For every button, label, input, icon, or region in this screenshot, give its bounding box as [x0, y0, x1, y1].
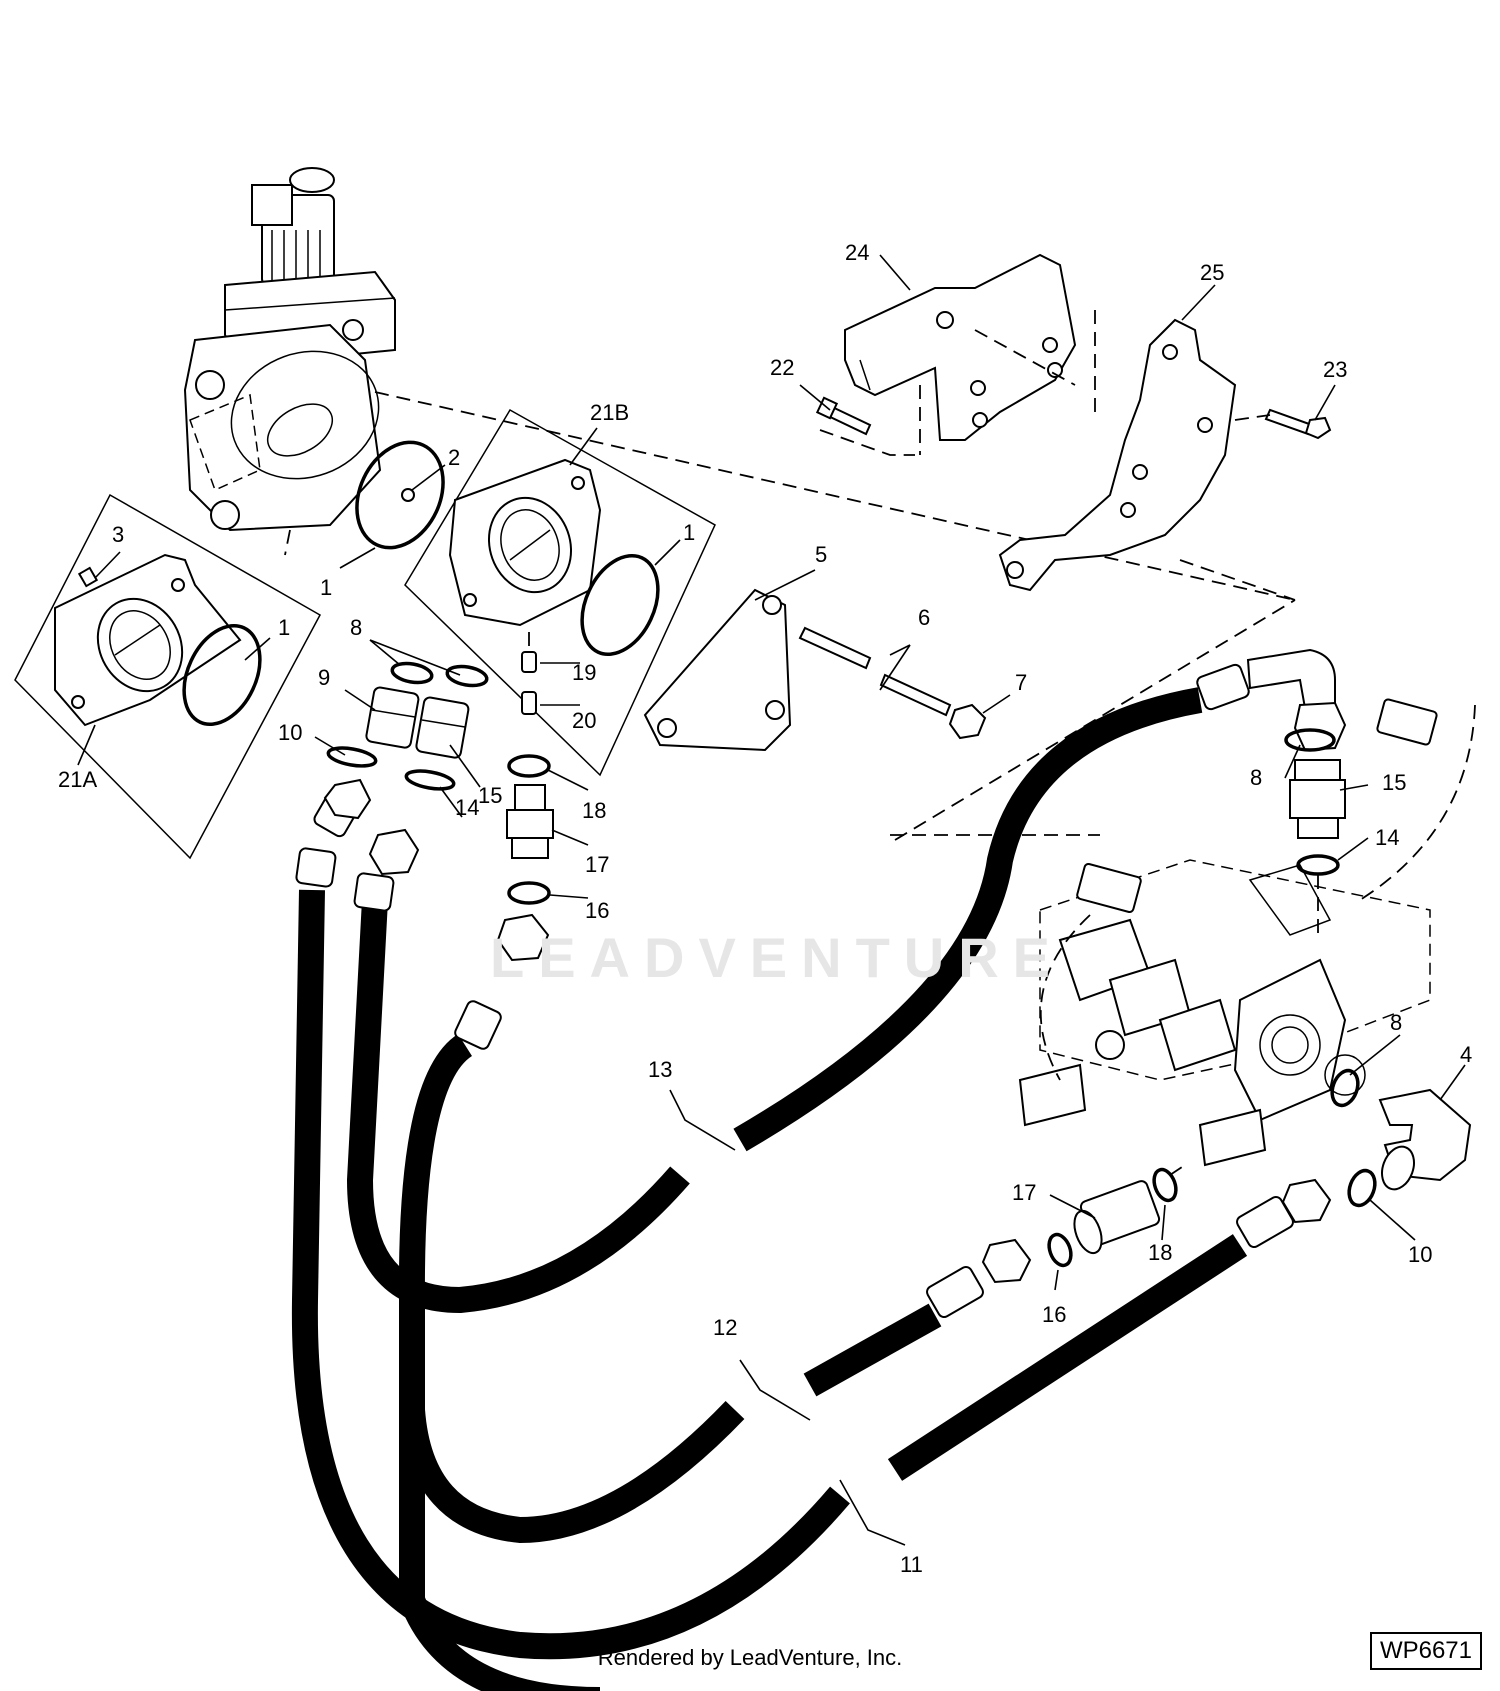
fitting-9: [365, 686, 420, 749]
fitting-15: [415, 696, 470, 759]
callout-8: 8: [1390, 1010, 1402, 1035]
hose-13: [346, 648, 1347, 1314]
callout-6: 6: [918, 605, 930, 630]
callout-20: 20: [572, 708, 596, 733]
callout-14: 14: [455, 795, 479, 820]
watermark: LEADVENTURE: [490, 926, 1065, 989]
break-marker-11: [839, 1479, 906, 1546]
callout-17: 17: [1012, 1180, 1036, 1205]
callout-19: 19: [572, 660, 596, 685]
fitting-17-right: [1073, 1180, 1161, 1255]
hose-11: [291, 778, 1332, 1660]
callout-15: 15: [478, 783, 502, 808]
break-marker-13: [669, 1089, 736, 1151]
bolt-23: [1264, 408, 1314, 436]
callout-17: 17: [585, 852, 609, 877]
leader-lines: [77, 254, 1466, 1291]
callout-3: 3: [112, 522, 124, 547]
callout-14: 14: [1375, 825, 1399, 850]
callout-1: 1: [683, 520, 695, 545]
callout-2: 2: [448, 445, 460, 470]
callout-11: 11: [900, 1552, 923, 1577]
elbow-4: [1378, 1088, 1472, 1191]
callout-7: 7: [1015, 670, 1027, 695]
control-valve: [1018, 859, 1431, 1167]
pin-19: [521, 651, 537, 673]
callout-21b: 21B: [590, 400, 629, 425]
nut-7: [948, 703, 987, 740]
callout-18: 18: [582, 798, 606, 823]
callout-9: 9: [318, 665, 330, 690]
callout-1: 1: [320, 575, 332, 600]
bolts-6: [798, 626, 952, 717]
callout-10: 10: [1408, 1242, 1432, 1267]
callout-10: 10: [278, 720, 302, 745]
callout-1: 1: [278, 615, 290, 640]
hydraulic-pump: [183, 167, 396, 532]
callout-25: 25: [1200, 260, 1224, 285]
connector-plug: [1076, 863, 1142, 913]
callout-15: 15: [1382, 770, 1406, 795]
callout-4: 4: [1460, 1042, 1472, 1067]
break-marker-12: [739, 1359, 811, 1421]
render-credit: Rendered by LeadVenture, Inc.: [597, 1645, 903, 1670]
callout-16: 16: [585, 898, 609, 923]
callout-labels: 1 1 1 2 3 4 5 6 7 8 8 8 9 10 10 11 12 13…: [58, 240, 1472, 1577]
callout-12: 12: [713, 1315, 737, 1340]
callout-23: 23: [1323, 357, 1347, 382]
part-21a-cover-kit: [14, 493, 322, 860]
bracket-25: [998, 318, 1237, 592]
pin-20: [521, 691, 537, 715]
callout-16: 16: [1042, 1302, 1066, 1327]
o-ring-1: [355, 440, 445, 550]
part-21b-cover-kit: [404, 408, 716, 777]
callout-18: 18: [1148, 1240, 1172, 1265]
callout-8: 8: [1250, 765, 1262, 790]
wiring-harness: [1039, 914, 1091, 1081]
fitting-15-right: [1289, 759, 1346, 839]
callout-8: 8: [350, 615, 362, 640]
callout-22: 22: [770, 355, 794, 380]
end-plate-5: [643, 588, 792, 752]
callout-5: 5: [815, 542, 827, 567]
callout-24: 24: [845, 240, 869, 265]
callout-21a: 21A: [58, 767, 97, 792]
figure-id: WP6671: [1369, 1632, 1482, 1670]
callout-13: 13: [648, 1057, 672, 1082]
bracket-24: [844, 253, 1077, 441]
fitting-17: [506, 784, 554, 859]
